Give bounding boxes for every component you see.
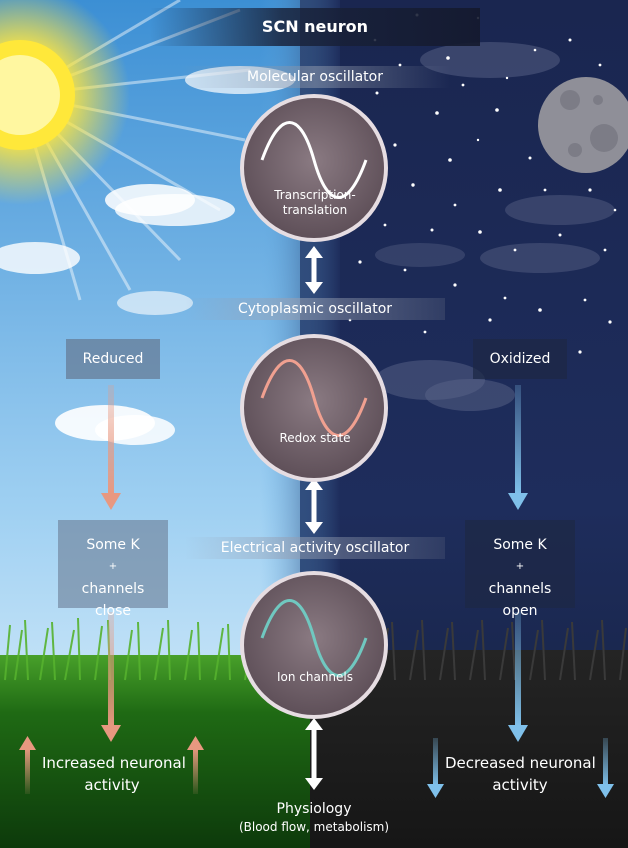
increased-line2: activity xyxy=(84,776,140,794)
k-close-text: Some K xyxy=(86,537,140,553)
increase-arrow-left xyxy=(19,736,36,794)
k-channels-close-box: Some K + channels close xyxy=(58,520,168,619)
decrease-arrow-left xyxy=(427,738,444,798)
double-arrow-electrical-physiology xyxy=(305,718,323,790)
k-close-sup: + xyxy=(108,561,118,572)
diagram-title: SCN neuron xyxy=(150,8,480,46)
moon-icon xyxy=(538,77,628,173)
sun-icon xyxy=(0,0,251,301)
k-channels-open-box: Some K + channels open xyxy=(465,520,575,619)
physiology-label: Physiology (Blood flow, metabolism) xyxy=(214,800,414,836)
night-arrows xyxy=(427,385,614,798)
electrical-oscillator-circle xyxy=(240,571,388,719)
double-arrow-molecular-cytoplasmic xyxy=(305,246,323,294)
stars xyxy=(348,13,617,362)
ion-channels-label: Ion channels xyxy=(276,670,354,684)
sine-wave-icon xyxy=(260,599,368,677)
reduced-state-box: Reduced xyxy=(66,339,160,379)
decreased-line2: activity xyxy=(492,776,548,794)
double-arrow-cytoplasmic-electrical xyxy=(305,478,323,534)
physiology-title: Physiology xyxy=(276,801,352,817)
increase-arrow-right xyxy=(187,736,204,794)
decreased-line1: Decreased neuronal xyxy=(445,754,596,772)
sine-wave-icon xyxy=(260,121,368,199)
transcription-line2: translation xyxy=(282,203,348,217)
k-open-sup: + xyxy=(515,561,525,572)
k-open-line3: open xyxy=(502,603,538,619)
electrical-oscillator-label: Electrical activity oscillator xyxy=(185,537,445,559)
sine-wave-icon xyxy=(260,359,368,437)
redox-label: Redox state xyxy=(279,431,351,445)
cytoplasmic-oscillator-label: Cytoplasmic oscillator xyxy=(185,298,445,320)
transcription-label: Transcription- translation xyxy=(255,188,375,218)
k-open-line1: Some K + xyxy=(465,534,575,578)
physiology-sub: (Blood flow, metabolism) xyxy=(238,820,390,834)
k-open-line2: channels xyxy=(488,581,552,597)
k-close-line2: channels xyxy=(81,581,145,597)
k-open-text: Some K xyxy=(493,537,547,553)
k-close-line3: close xyxy=(94,603,132,619)
night-clouds xyxy=(375,42,615,411)
decreased-activity-label: Decreased neuronal activity xyxy=(445,752,596,796)
cytoplasmic-oscillator-circle xyxy=(240,334,388,482)
oxidized-state-box: Oxidized xyxy=(473,339,567,379)
k-close-line1: Some K + xyxy=(58,534,168,578)
molecular-oscillator-circle xyxy=(240,94,388,242)
day-arrows xyxy=(19,385,204,794)
central-arrows xyxy=(305,246,323,790)
molecular-oscillator-label: Molecular oscillator xyxy=(180,66,450,88)
decrease-arrow-right xyxy=(597,738,614,798)
transcription-line1: Transcription- xyxy=(274,188,356,202)
increased-line1: Increased neuronal xyxy=(42,754,186,772)
increased-activity-label: Increased neuronal activity xyxy=(42,752,186,796)
